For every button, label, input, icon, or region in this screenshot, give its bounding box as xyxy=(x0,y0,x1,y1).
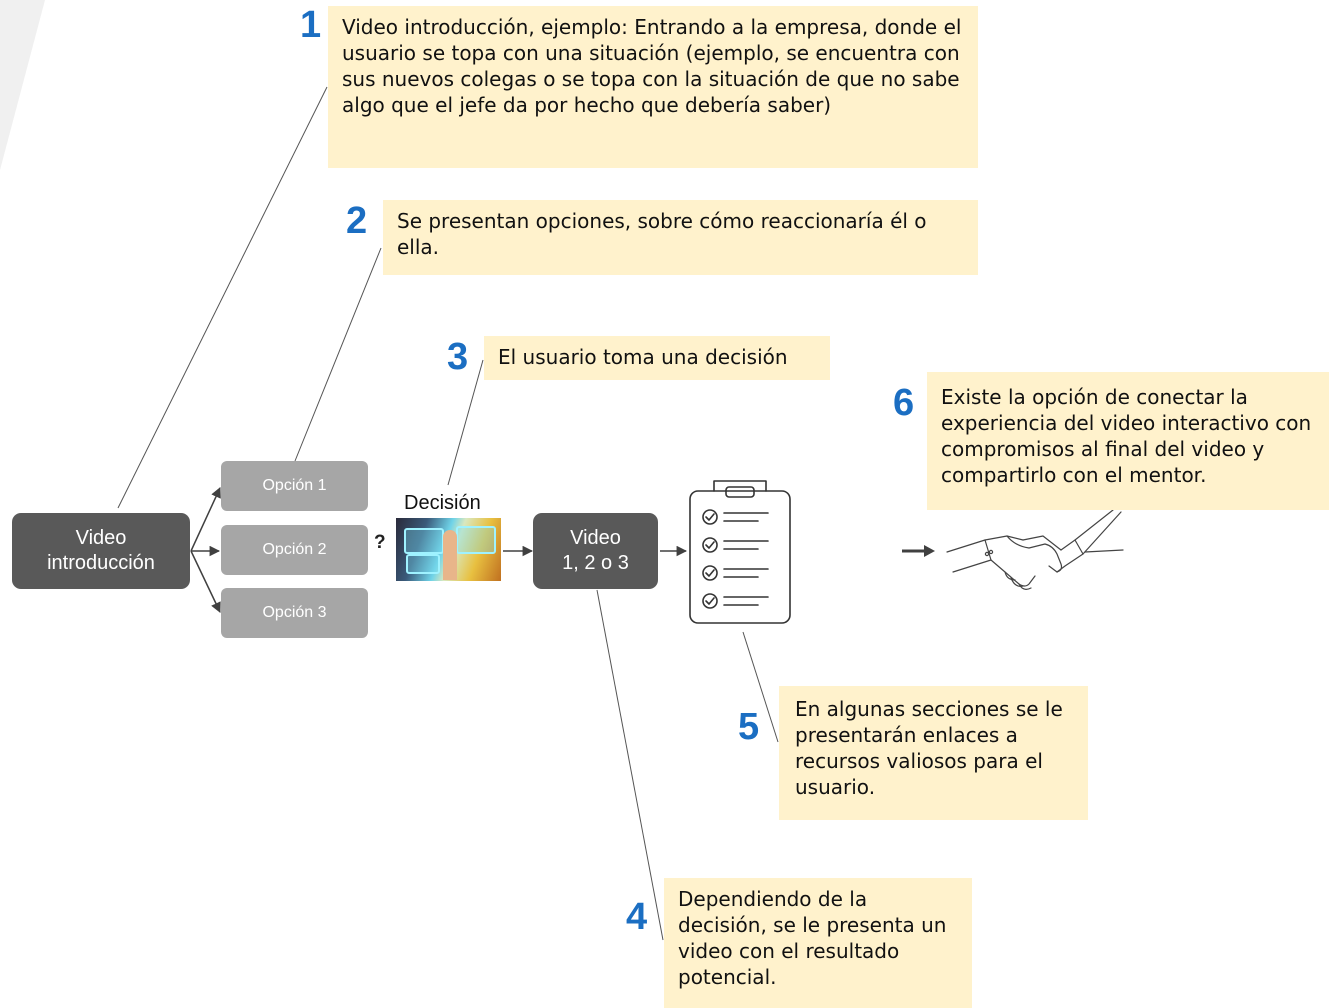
intro-video-label-line1: Video xyxy=(75,527,127,549)
step-note-2: Se presentan opciones, sobre cómo reacci… xyxy=(383,200,978,275)
touchscreen-decision-image xyxy=(396,518,501,581)
step-note-3: El usuario toma una decisión xyxy=(484,336,830,380)
result-video-node: Video 1, 2 o 3 xyxy=(533,513,658,589)
result-video-label-line2: 1, 2 o 3 xyxy=(562,552,629,574)
step-number-2: 2 xyxy=(346,200,368,242)
option-3-node: Opción 3 xyxy=(221,588,368,638)
step-note-5: En algunas secciones se le presentarán e… xyxy=(779,686,1088,820)
step-number-6: 6 xyxy=(893,382,915,424)
step-number-3: 3 xyxy=(447,336,469,378)
step-number-5: 5 xyxy=(738,706,760,748)
option-1-node: Opción 1 xyxy=(221,461,368,511)
result-video-label-line1: Video xyxy=(570,527,621,549)
option-2-node: Opción 2 xyxy=(221,525,368,575)
question-mark: ? xyxy=(374,532,386,553)
arrow-right-icon xyxy=(902,545,935,557)
step-note-1: Video introducción, ejemplo: Entrando a … xyxy=(328,6,978,168)
checklist-clipboard-icon xyxy=(689,480,791,624)
intro-video-label-line2: introducción xyxy=(47,552,155,574)
step-note-4: Dependiendo de la decisión, se le presen… xyxy=(664,878,972,1008)
handshake-icon xyxy=(946,510,1124,590)
decision-label: Decisión xyxy=(404,492,481,514)
step-note-6: Existe la opción de conectar la experien… xyxy=(927,372,1329,510)
step-number-1: 1 xyxy=(300,4,322,46)
step-number-4: 4 xyxy=(626,896,648,938)
intro-video-node: Video introducción xyxy=(12,513,190,589)
corner-decoration xyxy=(0,0,45,170)
